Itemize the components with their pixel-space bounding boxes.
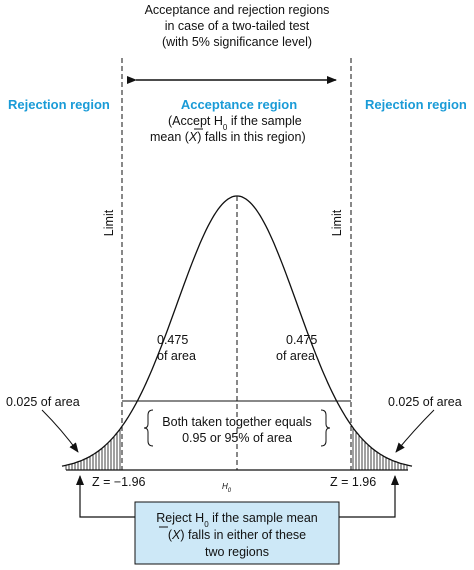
h0-center-label: H0	[222, 482, 232, 494]
brace-right	[320, 409, 331, 447]
acceptance-region-label: Acceptance region	[181, 97, 297, 112]
limit-label-right: Limit	[330, 209, 344, 236]
combined-area-line-1: Both taken together equals	[162, 415, 311, 429]
reject-h0-box	[134, 501, 340, 565]
rejection-region-right-label: Rejection region	[365, 97, 467, 112]
area-left-value: 0.475	[157, 333, 188, 347]
rejection-tail-hatch-left	[65, 429, 121, 470]
area-right-unit: of area	[276, 349, 315, 363]
reject-box-line-2: (X) falls in either of these	[168, 528, 306, 542]
limit-label-left: Limit	[102, 209, 116, 236]
rejection-region-left-label: Rejection region	[8, 97, 110, 112]
combined-area-line-2: 0.95 or 95% of area	[182, 431, 292, 445]
reject-connector-right	[339, 475, 399, 518]
tail-area-right-label: 0.025 of area	[388, 395, 462, 409]
acceptance-note-line-2: mean (X) falls in this region)	[150, 130, 306, 144]
tail-pointer-arrow-right	[395, 409, 435, 453]
rejection-tail-hatch-right	[352, 427, 408, 470]
reject-connector-left	[76, 475, 135, 518]
normal-distribution-curve	[61, 195, 413, 467]
brace-left	[143, 409, 154, 447]
tail-pointer-arrow-left	[41, 409, 79, 453]
z-right-label: Z = 1.96	[330, 475, 376, 489]
area-left-unit: of area	[157, 349, 196, 363]
tail-area-left-label: 0.025 of area	[6, 395, 80, 409]
x-bar-symbol: X	[188, 130, 198, 144]
area-right-value: 0.475	[286, 333, 317, 347]
diagram-title-line-1: Acceptance and rejection regions	[145, 3, 330, 17]
diagram-title-line-2: in case of a two-tailed test	[165, 19, 310, 33]
reject-box-line-3: two regions	[205, 545, 269, 559]
z-left-label: Z = −1.96	[92, 475, 146, 489]
diagram-title-line-3: (with 5% significance level)	[162, 35, 312, 49]
reject-box-line-1: Reject H0 if the sample mean	[156, 511, 318, 529]
acceptance-note-line-1: (Accept H0 if the sample	[168, 114, 302, 132]
